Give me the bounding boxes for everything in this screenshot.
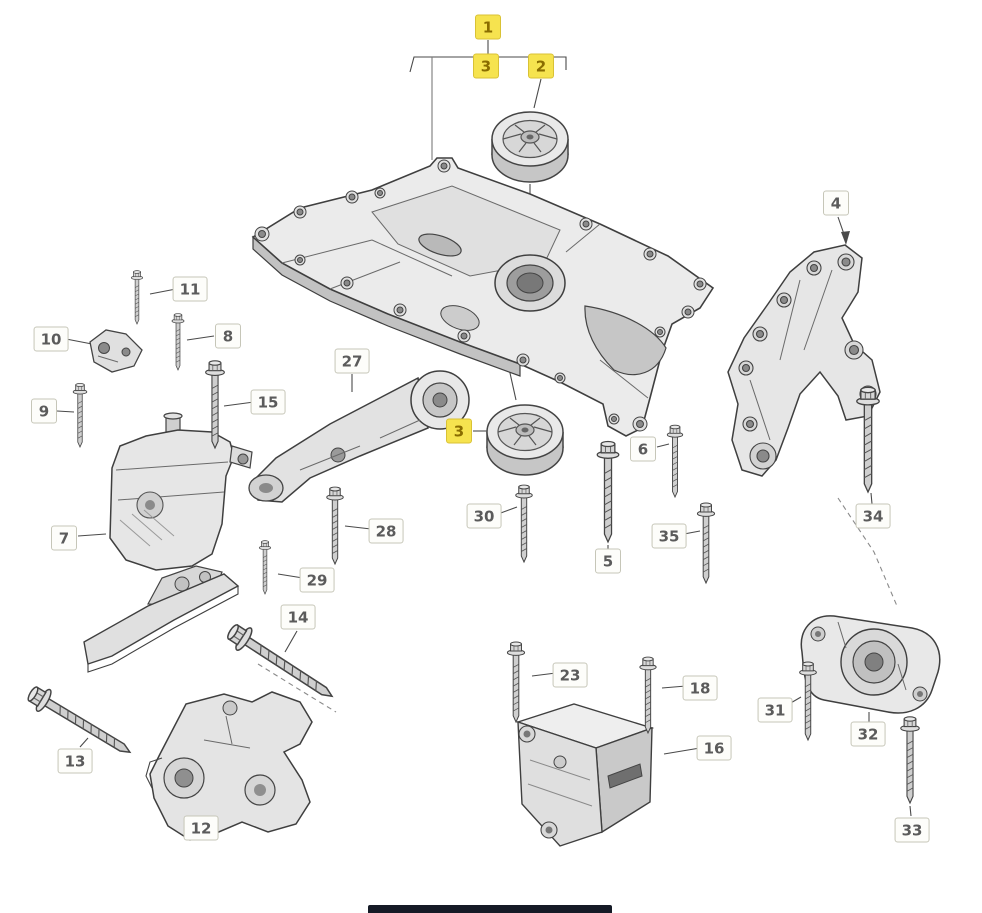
bolt-14 bbox=[222, 618, 340, 708]
bolt-5 bbox=[596, 440, 620, 543]
callout-6[interactable]: 6 bbox=[630, 436, 656, 462]
callout-28[interactable]: 28 bbox=[368, 518, 404, 544]
callout-33[interactable]: 33 bbox=[894, 817, 930, 843]
callout-18[interactable]: 18 bbox=[682, 675, 718, 701]
pendulum-mount bbox=[248, 370, 470, 503]
bolt-31 bbox=[799, 661, 817, 741]
bolt-28 bbox=[326, 486, 344, 565]
support-plate-left bbox=[83, 565, 240, 673]
bolt-6 bbox=[666, 424, 684, 498]
bolt-35 bbox=[696, 502, 716, 584]
callout-1[interactable]: 1 bbox=[475, 14, 501, 40]
assembly-dashed-lines bbox=[257, 497, 898, 713]
callout-29[interactable]: 29 bbox=[299, 567, 335, 593]
bolt-18 bbox=[639, 656, 657, 734]
callout-8[interactable]: 8 bbox=[215, 323, 241, 349]
bolt-34 bbox=[856, 386, 880, 493]
bushing-mount-upper bbox=[491, 111, 569, 183]
callout-30[interactable]: 30 bbox=[466, 503, 502, 529]
callout-32[interactable]: 32 bbox=[850, 721, 886, 747]
clamp-bracket bbox=[89, 329, 143, 373]
callout-7[interactable]: 7 bbox=[51, 525, 77, 551]
callout-12[interactable]: 12 bbox=[183, 815, 219, 841]
callout-14[interactable]: 14 bbox=[280, 604, 316, 630]
callout-4[interactable]: 4 bbox=[823, 190, 849, 216]
support-bracket-right bbox=[727, 244, 881, 477]
callout-11[interactable]: 11 bbox=[172, 276, 208, 302]
bolt-23 bbox=[506, 641, 526, 723]
bottom-edge-bar bbox=[368, 905, 612, 913]
callout-15[interactable]: 15 bbox=[250, 389, 286, 415]
bolt-9 bbox=[72, 382, 88, 448]
callout-9[interactable]: 9 bbox=[31, 398, 57, 424]
bolt-11 bbox=[130, 270, 144, 325]
bolt-29 bbox=[258, 540, 272, 595]
callout-34[interactable]: 34 bbox=[855, 503, 891, 529]
engine-mount-left bbox=[109, 412, 253, 571]
bolt-30 bbox=[515, 484, 533, 563]
rear-mount-right bbox=[800, 615, 941, 714]
callout-13[interactable]: 13 bbox=[57, 748, 93, 774]
callout-35[interactable]: 35 bbox=[651, 523, 687, 549]
arrow-to-bracket-4 bbox=[841, 231, 850, 245]
callout-2[interactable]: 2 bbox=[528, 53, 554, 79]
subframe bbox=[251, 157, 715, 437]
gearbox-mount bbox=[515, 703, 655, 847]
bolt-33 bbox=[900, 716, 920, 804]
bolt-8 bbox=[171, 313, 185, 371]
gearbox-bracket bbox=[145, 691, 313, 841]
callout-3-top[interactable]: 3 bbox=[473, 53, 499, 79]
callout-5[interactable]: 5 bbox=[595, 548, 621, 574]
bushing-mount-lower bbox=[486, 404, 564, 476]
callout-10[interactable]: 10 bbox=[33, 326, 69, 352]
callout-23[interactable]: 23 bbox=[552, 662, 588, 688]
callout-31[interactable]: 31 bbox=[757, 697, 793, 723]
callout-27[interactable]: 27 bbox=[334, 348, 370, 374]
callout-3-mid[interactable]: 3 bbox=[446, 418, 472, 444]
callout-16[interactable]: 16 bbox=[696, 735, 732, 761]
